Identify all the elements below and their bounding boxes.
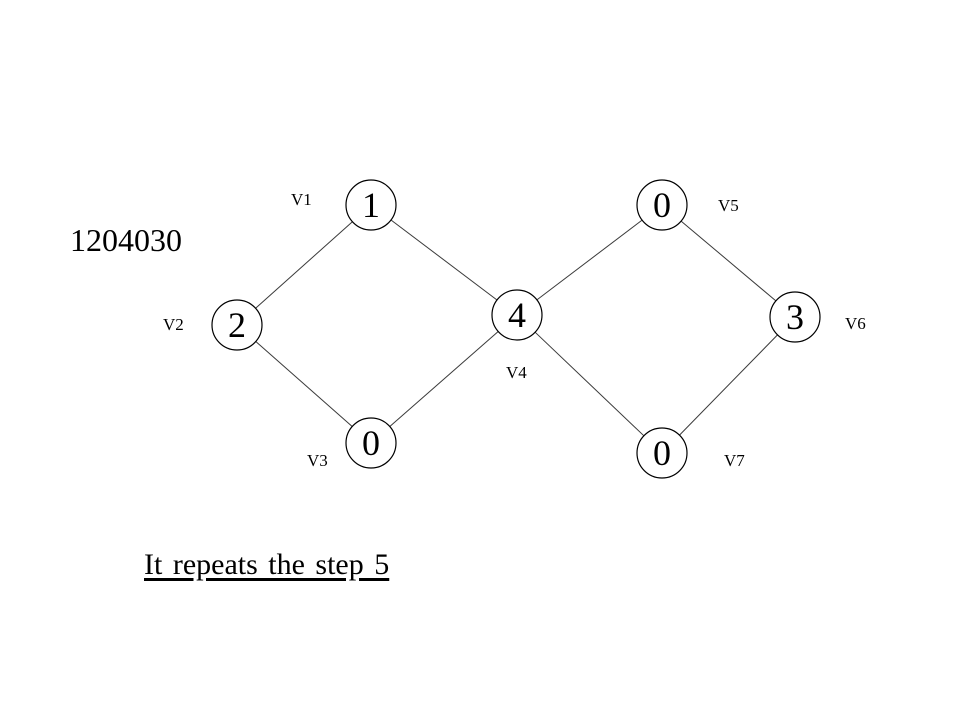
node-value-v7: 0 bbox=[653, 433, 671, 473]
node-circle-v2 bbox=[211, 299, 263, 351]
vertex-label-v2: V2 bbox=[163, 315, 184, 334]
vertex-label-v3: V3 bbox=[307, 451, 328, 470]
node-v7: 0 V7 bbox=[636, 427, 745, 479]
caption-text: It repeats the step 5 bbox=[144, 548, 390, 581]
edges-group bbox=[255, 219, 778, 437]
node-circle-v4 bbox=[491, 289, 543, 341]
node-v4: 4V4 bbox=[491, 289, 543, 382]
node-value-v3: 0 bbox=[362, 423, 380, 463]
vertex-label-v1: V1 bbox=[291, 190, 312, 209]
node-value-v2: 2 bbox=[228, 305, 246, 345]
edge-v1-v4 bbox=[390, 219, 498, 301]
vertex-label-v5: V5 bbox=[718, 196, 739, 215]
node-v2: 2 V2 bbox=[163, 299, 263, 351]
sequence-text: 1204030 bbox=[70, 222, 182, 258]
node-v1: 1 V1 bbox=[291, 179, 397, 231]
node-v6: 3 V6 bbox=[769, 291, 866, 343]
vertex-label-v7: V7 bbox=[724, 451, 745, 470]
edge-v3-v4 bbox=[389, 331, 499, 427]
node-v5: 0 V5 bbox=[636, 179, 739, 231]
node-circle-v5 bbox=[636, 179, 688, 231]
node-circle-v6 bbox=[769, 291, 821, 343]
node-v3: 0V3 bbox=[307, 417, 397, 470]
edge-v4-v5 bbox=[536, 219, 643, 301]
node-value-v1: 1 bbox=[362, 185, 380, 225]
node-value-v4: 4 bbox=[508, 295, 526, 335]
node-circle-v7 bbox=[636, 427, 688, 479]
node-circle-v1 bbox=[345, 179, 397, 231]
vertex-label-v4: V4 bbox=[506, 363, 527, 382]
edge-v2-v3 bbox=[255, 341, 353, 427]
node-circle-v3 bbox=[345, 417, 397, 469]
edge-v4-v7 bbox=[534, 331, 645, 437]
vertex-label-v6: V6 bbox=[845, 314, 866, 333]
edge-v5-v6 bbox=[680, 220, 777, 302]
node-value-v5: 0 bbox=[653, 185, 671, 225]
edge-v6-v7 bbox=[679, 334, 778, 436]
node-value-v6: 3 bbox=[786, 297, 804, 337]
edge-v1-v2 bbox=[255, 221, 353, 309]
